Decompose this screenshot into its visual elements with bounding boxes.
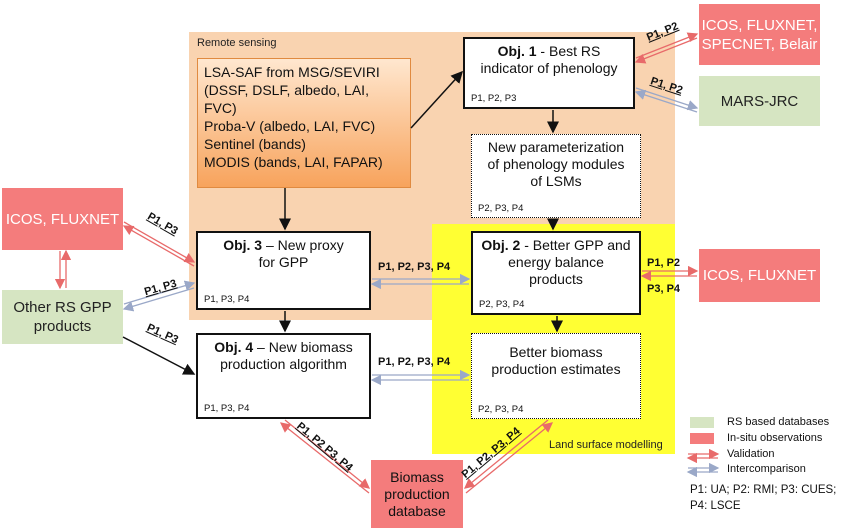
other-to-obj4-arrow [122, 336, 196, 375]
obj3-title-rest: – New proxy [262, 237, 344, 253]
phenology-box: New parameterization of phenology module… [471, 134, 641, 218]
phenology-line3: of LSMs [530, 173, 582, 189]
icos-left-label: ICOS, FLUXNET [5, 210, 120, 228]
obj3-partners: P1, P3, P4 [204, 294, 250, 305]
rs-sources-box: LSA-SAF from MSG/SEVIRI (DSSF, DSLF, alb… [197, 58, 411, 188]
icos-right-label: ICOS, FLUXNET [702, 267, 817, 284]
biomass-line2: production estimates [491, 361, 621, 377]
obj1-title-rest: - Best RS [536, 43, 601, 59]
rs-source-line: Proba-V (albedo, LAI, FVC) [204, 118, 376, 134]
objective-2-box: Obj. 2 - Better GPP and energy balance p… [471, 231, 641, 315]
legend-insitu-label: In-situ observations [727, 432, 823, 444]
obj1-line2: indicator of phenology [480, 60, 618, 76]
icos-fluxnet-right-db: ICOS, FLUXNET [699, 249, 820, 302]
mars-jrc-label: MARS-JRC [720, 92, 799, 110]
validation-arrow [122, 225, 195, 267]
legend-rs-swatch [690, 417, 714, 428]
obj2-line3: products [529, 271, 583, 287]
obj1-partners: P1, P2, P3 [471, 93, 517, 104]
icos-fluxnet-left-db: ICOS, FLUXNET [2, 188, 123, 250]
bio-db-line3: database [388, 502, 446, 519]
obj4-title: Obj. 4 [214, 339, 254, 355]
biomass-estimates-box: Better biomass production estimates P2, … [471, 333, 641, 419]
obj4-partners: P1, P3, P4 [204, 403, 250, 414]
legend-partners-line2: P4: LSCE [690, 500, 741, 512]
intercomparison-arrow [123, 280, 196, 305]
validation-arrow [465, 422, 554, 494]
obj3-line2: for GPP [258, 254, 309, 270]
edge-label-obj3-obj2: P1, P2, P3, P4 [378, 261, 451, 273]
edge-label-right-top: P1, P2 [647, 257, 681, 269]
legend-insitu-swatch [690, 433, 714, 444]
objective-3-box: Obj. 3 – New proxy for GPP P1, P3, P4 [196, 231, 371, 310]
other-rs-line2: products [33, 318, 92, 335]
rs-source-line: FVC) [204, 100, 237, 116]
obj2-partners: P2, P3, P4 [479, 299, 525, 310]
remote-sensing-label: Remote sensing [197, 37, 277, 49]
other-rs-line1: Other RS GPP [13, 299, 112, 316]
other-rs-gpp-db: Other RS GPP products [2, 290, 123, 344]
validation-arrow [123, 221, 196, 263]
edge-label-obj4-bio: P1, P2, P3, P4 [378, 356, 451, 368]
obj3-title: Obj. 3 [223, 237, 263, 253]
obj2-title: Obj. 2 [481, 237, 521, 253]
phenology-line2: of phenology modules [487, 156, 625, 172]
intercomparison-arrow [634, 89, 698, 113]
objective-1-box: Obj. 1 - Best RS indicator of phenology … [463, 37, 635, 109]
intercomparison-arrow [122, 287, 195, 312]
icos-top-line2: SPECNET, Belair [701, 35, 818, 53]
validation-arrow [463, 419, 549, 489]
rs-source-line: MODIS (bands, LAI, FAPAR) [204, 154, 383, 170]
legend-intercomparison-label: Intercomparison [727, 463, 806, 475]
validation-arrow [279, 422, 370, 494]
legend-rs-label: RS based databases [727, 416, 830, 428]
mars-jrc-db: MARS-JRC [699, 76, 820, 126]
legend-partners-line1: P1: UA; P2: RMI; P3: CUES; [690, 484, 837, 496]
validation-arrow [635, 32, 699, 59]
bio-db-line1: Biomass [390, 468, 444, 485]
validation-arrow [634, 37, 698, 64]
obj4-title-rest: – New biomass [253, 339, 353, 355]
icos-fluxnet-specnet-belair-db: ICOS, FLUXNET,SPECNET, Belair [699, 4, 820, 65]
rs-source-line: (DSSF, DSLF, albedo, LAI, [204, 82, 369, 98]
legend-validation-label: Validation [727, 448, 775, 460]
biomass-line1: Better biomass [509, 344, 603, 360]
rs-source-line: Sentinel (bands) [204, 136, 306, 152]
rs-source-line: LSA-SAF from MSG/SEVIRI [204, 64, 380, 80]
obj2-line2: energy balance [508, 254, 604, 270]
obj4-line2: production algorithm [220, 356, 347, 372]
obj2-title-rest: - Better GPP and [520, 237, 631, 253]
phenology-line1: New parameterization [487, 139, 625, 155]
phenology-partners: P2, P3, P4 [478, 203, 524, 214]
objective-4-box: Obj. 4 – New biomass production algorith… [196, 333, 371, 419]
obj1-title: Obj. 1 [497, 43, 537, 59]
edge-label-right-bottom: P3, P4 [647, 283, 681, 295]
rs-to-obj1-arrow [410, 70, 464, 129]
bio-db-line2: production [384, 485, 450, 502]
land-surface-label: Land surface modelling [549, 439, 663, 451]
icos-top-line1: ICOS, FLUXNET, [701, 16, 818, 34]
biomass-partners: P2, P3, P4 [478, 404, 524, 415]
validation-arrow [284, 419, 371, 489]
